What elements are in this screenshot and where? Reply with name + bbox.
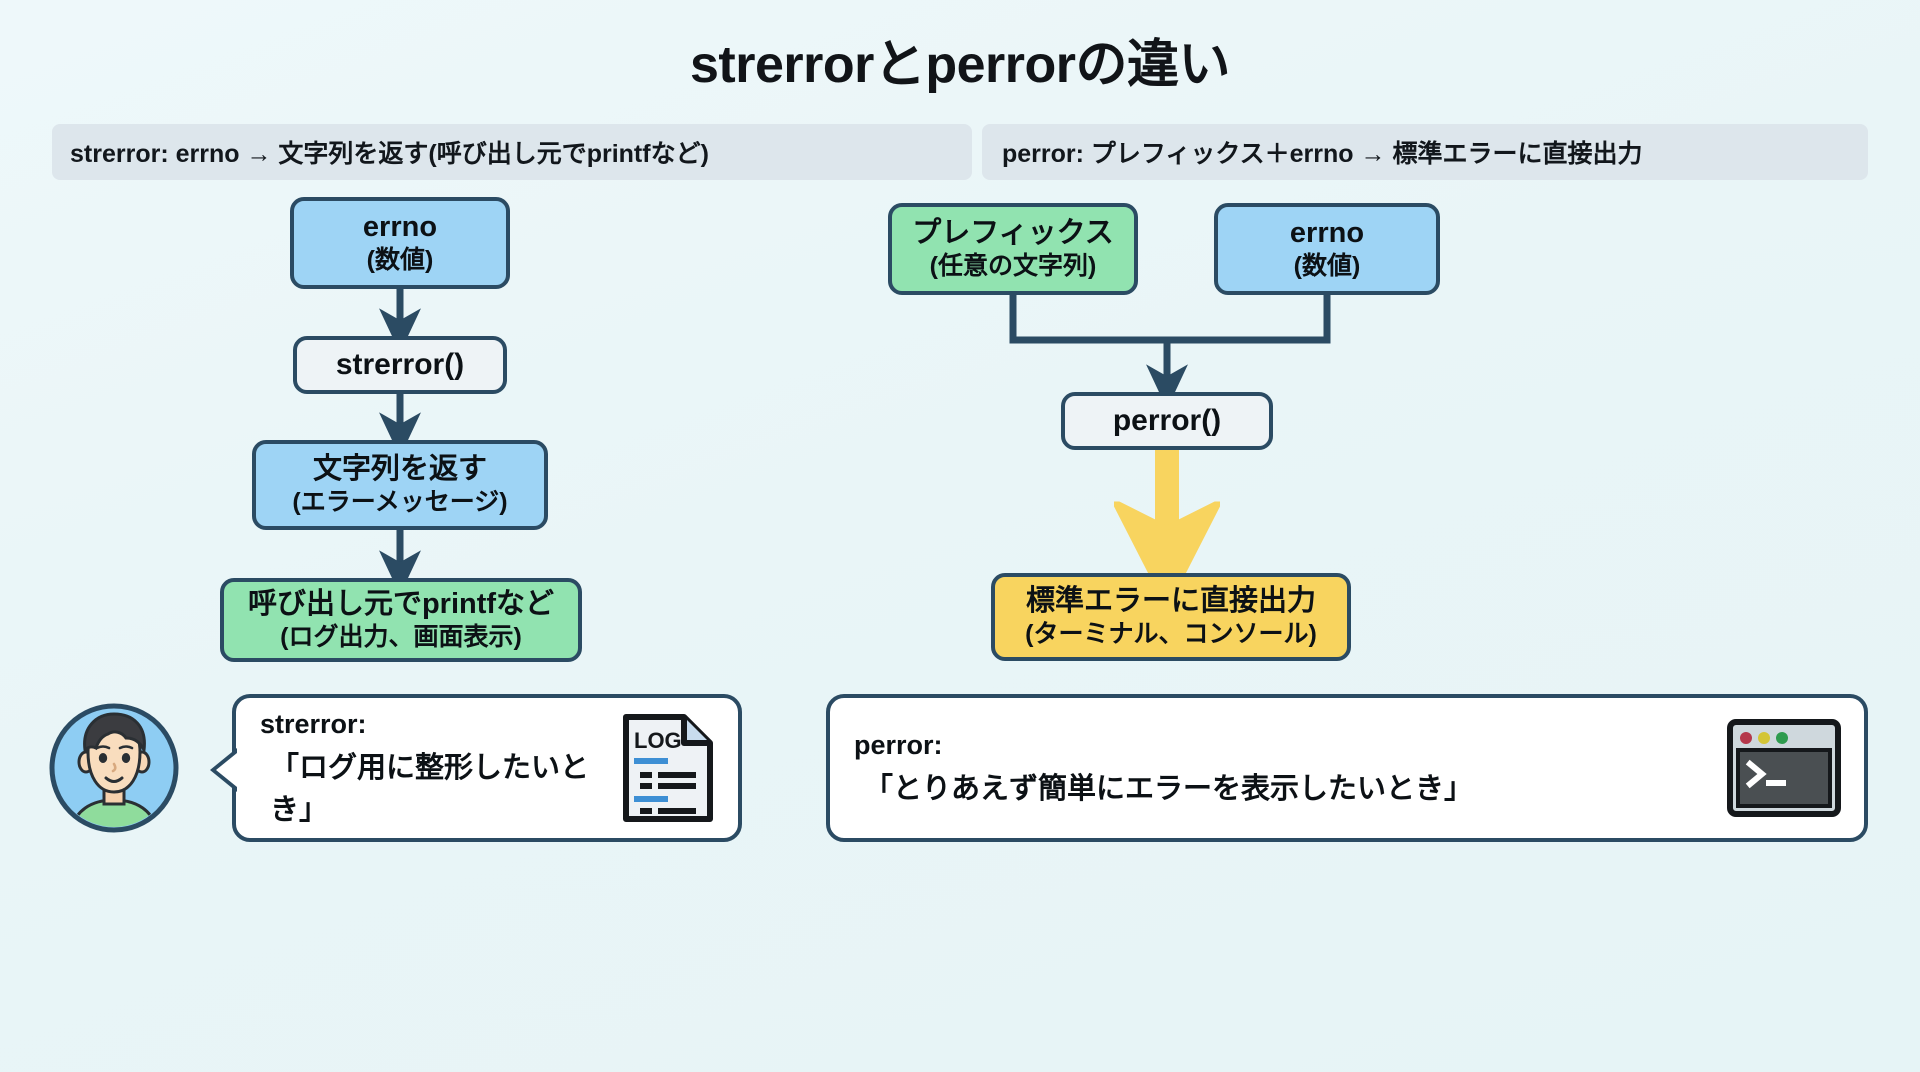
node-label-line1: 文字列を返す — [312, 453, 487, 486]
node-label-line2: (ログ出力、画面表示) — [280, 623, 522, 652]
node-left-strerror-func: strerror() — [293, 336, 507, 394]
node-left-caller-printf: 呼び出し元でprintfなど (ログ出力、画面表示) — [220, 578, 582, 662]
node-label-line1: perror() — [1112, 404, 1222, 438]
left-callout-quote: 「ログ用に整形したいとき」 — [270, 751, 590, 826]
node-label-line1: プレフィックス — [912, 217, 1114, 250]
left-column-header-label: strerror: errno → 文字列を返す(呼び出し元でprintfなど) — [70, 140, 709, 168]
node-label-line2: (数値) — [1293, 252, 1361, 281]
node-label-line1: 呼び出し元でprintfなど — [247, 588, 555, 621]
right-callout-heading: perror: — [854, 729, 943, 760]
node-right-prefix: プレフィックス (任意の文字列) — [888, 203, 1138, 295]
node-right-perror-func: perror() — [1061, 392, 1273, 450]
callout-tail — [210, 748, 237, 792]
node-label-line2: (ターミナル、コンソール) — [1025, 620, 1317, 649]
node-label-line2: (エラーメッセージ) — [292, 488, 508, 517]
merge-bus-prefix-errno — [1009, 291, 1331, 344]
node-label-line2: (任意の文字列) — [929, 252, 1097, 281]
left-column-header: strerror: errno → 文字列を返す(呼び出し元でprintfなど) — [52, 124, 972, 180]
node-label-line1: 標準エラーに直接出力 — [1025, 585, 1316, 618]
node-label-line1: errno — [1289, 217, 1365, 250]
log-icon-label: LOG — [634, 728, 682, 753]
node-label-line1: strerror() — [335, 348, 465, 382]
right-column-header: perror: プレフィックス＋errno → 標準エラーに直接出力 — [982, 124, 1868, 180]
node-left-errno: errno (数値) — [290, 197, 510, 289]
node-left-return-string: 文字列を返す (エラーメッセージ) — [252, 440, 548, 530]
left-callout-heading: strerror: — [260, 708, 367, 739]
node-label-line2: (数値) — [366, 246, 434, 275]
right-callout-quote: 「とりあえず簡単にエラーを表示したいとき」 — [864, 772, 1474, 805]
left-callout-card: strerror: 「ログ用に整形したいとき」 LOG — [210, 694, 742, 842]
log-document-icon: LOG — [620, 712, 716, 824]
terminal-window-icon — [1726, 718, 1842, 818]
left-callout-text: strerror: 「ログ用に整形したいとき」 — [236, 709, 620, 828]
node-label-line1: errno — [362, 211, 438, 244]
boy-avatar — [49, 703, 179, 833]
right-callout-card: perror: 「とりあえず簡単にエラーを表示したいとき」 — [826, 694, 1868, 842]
right-column-header-label: perror: プレフィックス＋errno → 標準エラーに直接出力 — [1002, 140, 1643, 168]
page-title: strerrorとperrorの違い — [689, 36, 1231, 94]
node-right-stderr-output: 標準エラーに直接出力 (ターミナル、コンソール) — [991, 573, 1351, 661]
node-right-errno: errno (数値) — [1214, 203, 1440, 295]
right-callout-text: perror: 「とりあえず簡単にエラーを表示したいとき」 — [830, 730, 1726, 807]
